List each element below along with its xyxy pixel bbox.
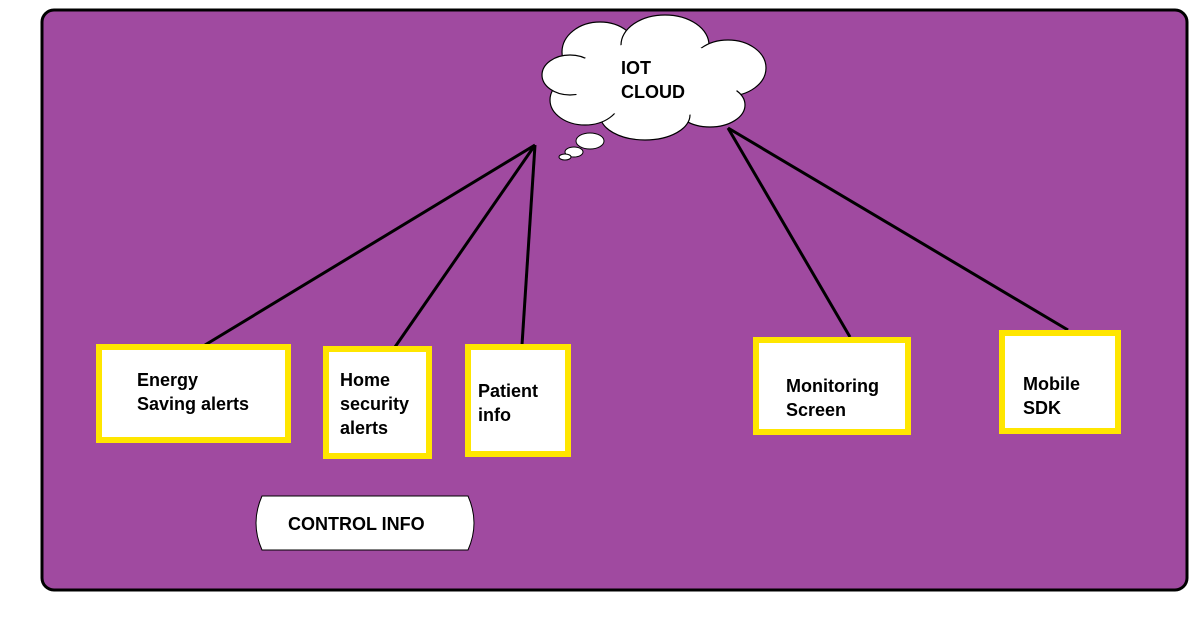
box-monitoring <box>753 337 911 435</box>
node-monitoring-label: Monitoring Screen <box>786 376 879 420</box>
node-mobile-label: Mobile SDK <box>1023 374 1080 418</box>
node-home-label: Home security alerts <box>340 370 410 438</box>
connectors <box>204 126 1069 348</box>
control-info-label: CONTROL INFO <box>288 514 425 534</box>
box-energy <box>96 344 291 443</box>
box-mobile <box>999 330 1121 434</box>
iot-cloud-fill <box>570 42 740 118</box>
cloud-label: IOT CLOUD <box>621 58 685 102</box>
line-energy <box>204 143 536 347</box>
box-home <box>323 346 432 459</box>
node-energy-label: Energy Saving alerts <box>137 370 250 414</box>
thought-bubbles <box>558 132 605 161</box>
line-monitoring <box>726 127 852 338</box>
control-info-shape <box>255 495 475 551</box>
box-patient <box>465 344 571 457</box>
node-patient-label: Patient info <box>478 381 539 425</box>
line-home <box>393 144 537 348</box>
line-patient <box>520 144 537 346</box>
line-mobile <box>727 126 1069 332</box>
